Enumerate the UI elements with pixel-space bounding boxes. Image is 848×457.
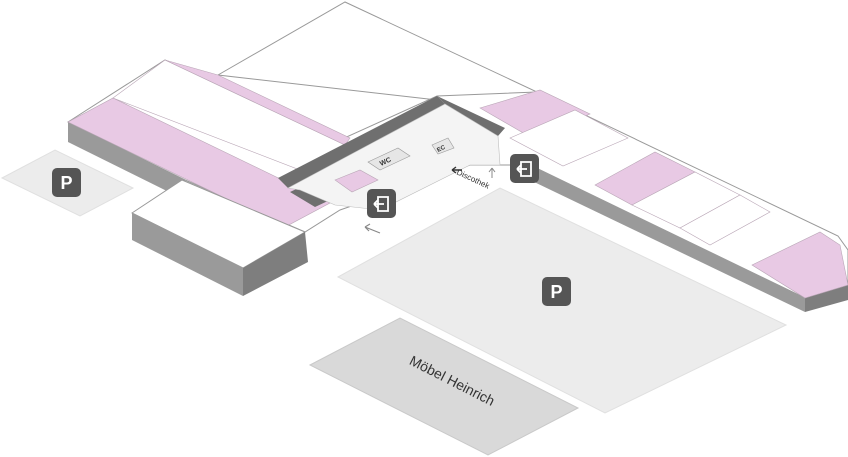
exit-sign-east[interactable] (510, 154, 539, 183)
mall-wall-west (68, 122, 185, 200)
parking-sign-small[interactable]: P (52, 168, 81, 197)
arrow-icon (364, 223, 381, 234)
corridor-wall-east (437, 96, 505, 136)
parking-icon: P (60, 173, 72, 193)
shop-unit-e6[interactable] (751, 231, 848, 299)
parking-icon: P (550, 282, 562, 302)
corridor-wall-south (290, 185, 330, 207)
corridor-wall-north (278, 96, 445, 188)
arrow-icon (451, 166, 462, 174)
exit-sign-west[interactable] (367, 189, 396, 218)
annex-block-wall-west (132, 213, 243, 296)
shop-unit-e2[interactable] (509, 109, 629, 167)
shop-unit-e1[interactable] (479, 89, 591, 139)
parking-sign-main[interactable]: P (542, 277, 571, 306)
moebel-heinrich-building[interactable] (308, 317, 580, 456)
corridor-shop-pink[interactable] (334, 169, 379, 193)
wc-room[interactable] (367, 147, 411, 171)
shop-unit-w3[interactable] (164, 59, 351, 146)
annex-block-wall-east (243, 232, 308, 296)
mall-wall-east (530, 165, 805, 312)
wc-label: WC (379, 157, 393, 168)
discothek-label[interactable]: Discothek (455, 168, 492, 191)
exit-icon (516, 161, 532, 177)
mall-wall-east-end (805, 285, 848, 312)
shop-unit-e5[interactable] (679, 194, 771, 246)
ec-label: EC (436, 145, 447, 154)
arrow-icon (488, 167, 496, 178)
exit-icon (373, 196, 389, 212)
mall-upper-slab (216, 1, 539, 101)
ec-room[interactable] (431, 137, 455, 155)
